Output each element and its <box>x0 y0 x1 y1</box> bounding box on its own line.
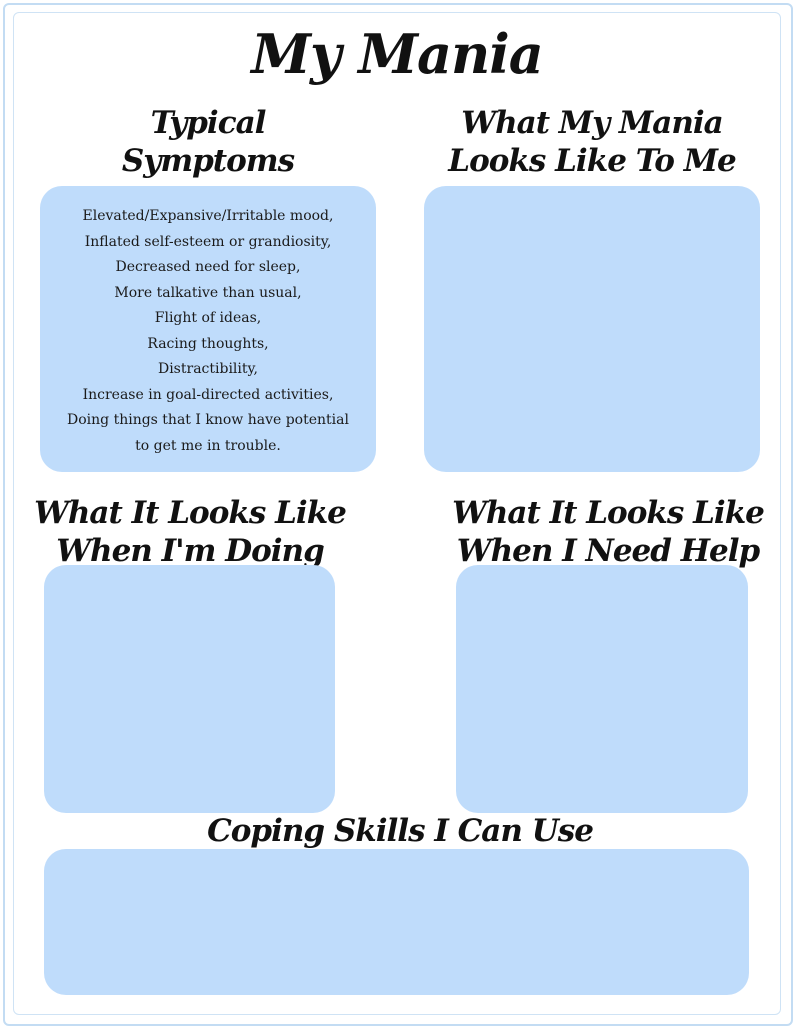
symptom-item: Racing thoughts, <box>147 335 269 352</box>
typical-symptoms-box: Elevated/Expansive/Irritable mood, Infla… <box>40 186 376 472</box>
doing-well-box[interactable] <box>44 565 335 813</box>
heading-need-help: What It Looks Like When I Need Help <box>448 494 768 570</box>
heading-line: What My Mania <box>461 105 723 141</box>
page-title: My Mania <box>251 22 543 86</box>
symptom-item: Distractibility, <box>157 361 259 377</box>
heading-line: Looks Like To Me <box>448 143 736 179</box>
heading-typical-symptoms: Typical Symptoms <box>40 104 376 180</box>
heading-line: Symptoms <box>121 143 295 179</box>
symptom-item: Doing things that I know have potential <box>67 412 349 428</box>
need-help-box[interactable] <box>456 565 748 813</box>
looks-like-to-me-box[interactable] <box>424 186 760 472</box>
heading-line: Coping Skills I Can Use <box>207 813 594 849</box>
symptom-item: Flight of ideas, <box>154 310 262 326</box>
heading-coping-skills: Coping Skills I Can Use <box>150 812 650 850</box>
symptom-item: Decreased need for sleep, <box>115 259 301 275</box>
symptom-item: Elevated/Expansive/Irritable mood, <box>82 208 334 224</box>
symptom-item: More talkative than usual, <box>114 284 302 301</box>
heading-line: What It Looks Like <box>34 495 347 531</box>
heading-line: When I Need Help <box>456 533 760 569</box>
symptom-list: Elevated/Expansive/Irritable mood, Infla… <box>40 204 376 459</box>
symptom-item: Inflated self-esteem or grandiosity, <box>84 233 332 250</box>
heading-looks-like-to-me: What My Mania Looks Like To Me <box>424 104 760 180</box>
coping-skills-box[interactable] <box>44 849 749 995</box>
heading-line: Typical <box>150 105 267 141</box>
heading-line: What It Looks Like <box>452 495 765 531</box>
symptom-item: to get me in trouble. <box>135 437 281 454</box>
symptom-item: Increase in goal-directed activities, <box>82 386 334 403</box>
